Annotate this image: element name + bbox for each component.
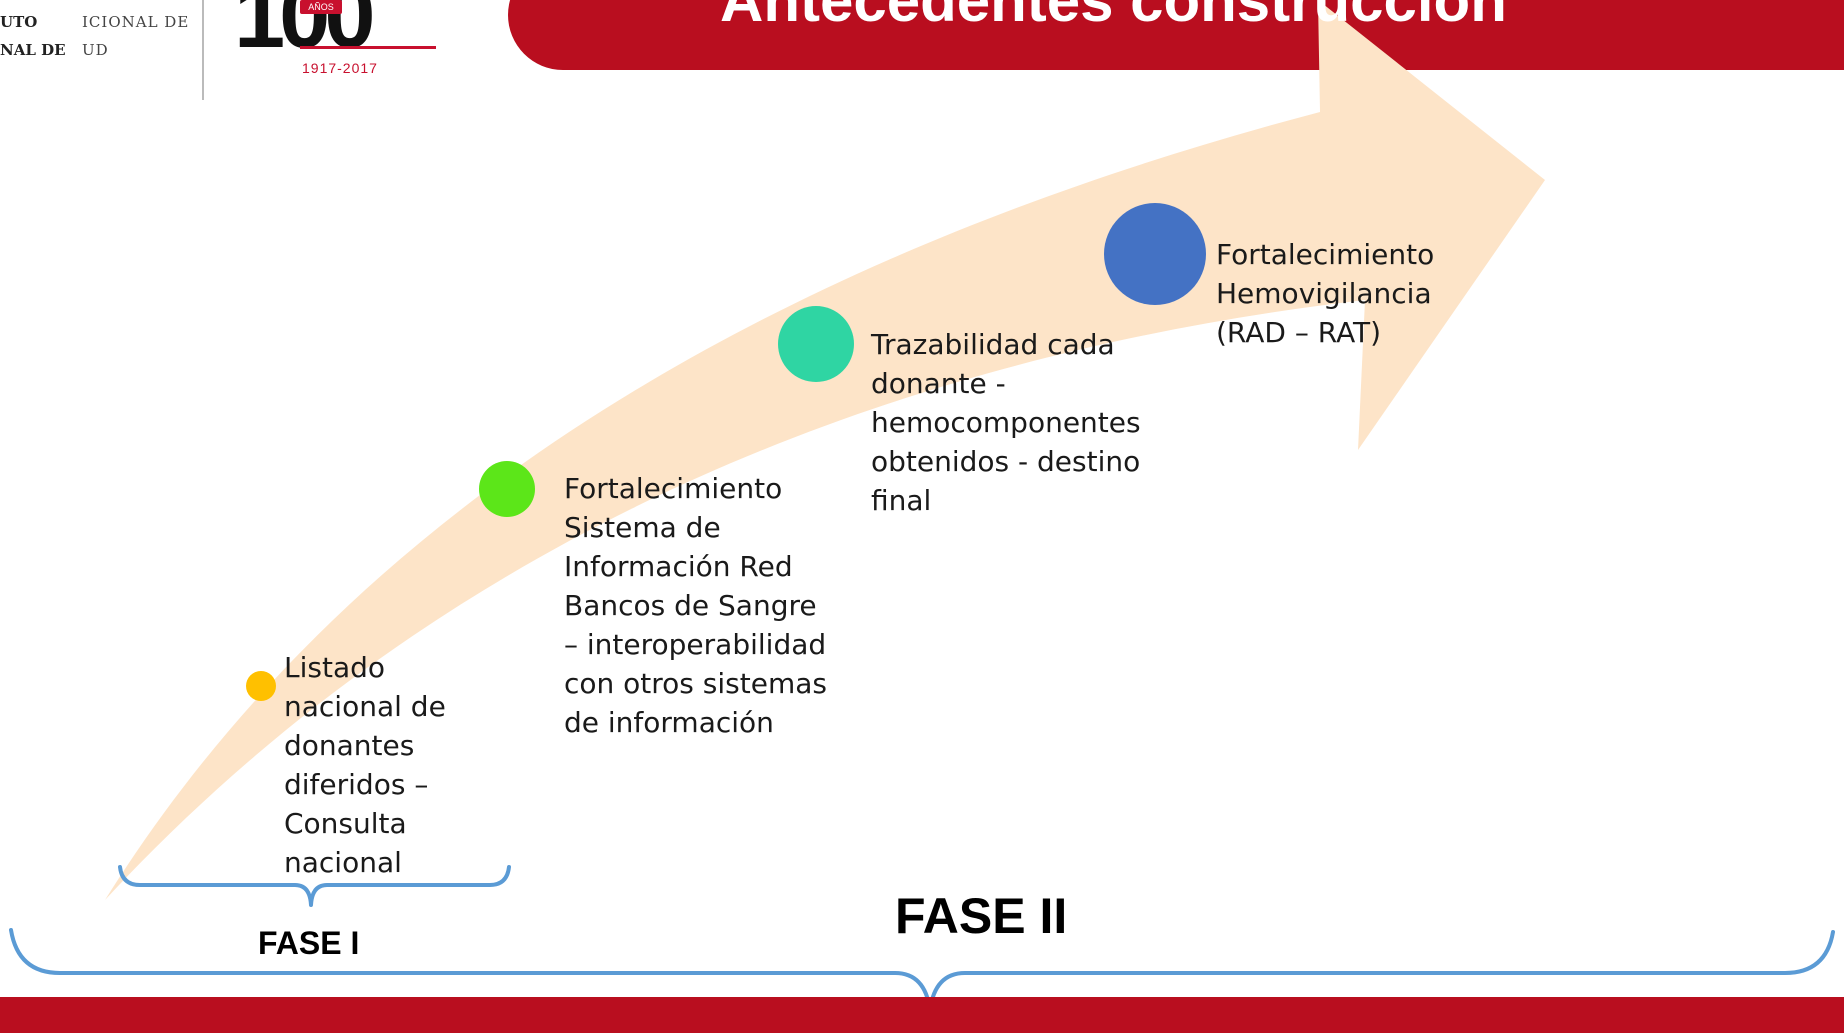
phase-1-brace: [118, 865, 511, 907]
step-3-dot: [778, 306, 854, 382]
logo-years: 1917-2017: [302, 60, 378, 76]
step-4-dot: [1104, 203, 1206, 305]
logo-tagline-bar: [300, 46, 436, 49]
logo-text-mid: ICIONAL DE UD: [82, 13, 190, 59]
title-banner: [508, 0, 1844, 70]
step-2-dot: [479, 461, 535, 517]
logo-text-left: UTO NAL DE: [0, 13, 66, 59]
footer-bar: [0, 997, 1844, 1033]
step-1-dot: [246, 671, 276, 701]
step-4-text: Fortalecimiento Hemovigilancia (RAD – RA…: [1216, 238, 1435, 349]
logo-badge: AÑOS: [300, 0, 342, 14]
step-1-text: Listado nacional de donantes diferidos –…: [284, 651, 446, 879]
step-3-text: Trazabilidad cada donante - hemocomponen…: [871, 328, 1141, 517]
slide-title: Antecedentes construcción: [720, 0, 1507, 34]
phase-1-label: FASE I: [258, 925, 360, 961]
step-2-text: Fortalecimiento Sistema de Información R…: [564, 472, 827, 739]
logo-divider: [202, 0, 204, 100]
phase-2-label: FASE II: [895, 888, 1068, 944]
